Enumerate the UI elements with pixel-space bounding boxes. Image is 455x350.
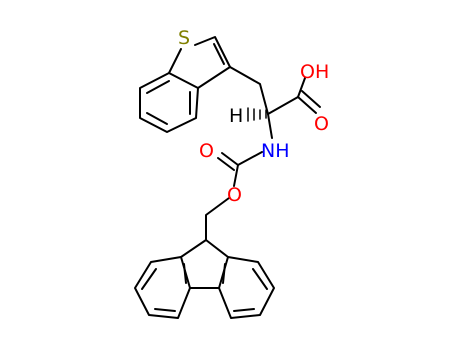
- benzothiophene-group: [139, 36, 231, 133]
- amide-nh-label: NH: [261, 140, 290, 162]
- amino-acid-backbone: [229, 66, 321, 139]
- carbamate-c-o-ester-bond: [233, 164, 239, 187]
- left-benzo-double-bonds: [141, 263, 187, 312]
- carbamate-carbonyl-oxygen-label: O: [199, 140, 214, 162]
- nh-carbonyl-bond: [237, 151, 263, 166]
- alpha-h-hashed-wedge: [247, 107, 267, 122]
- right-benzo-double-bonds: [222, 263, 268, 312]
- alpha-hydrogen-label: H: [229, 105, 243, 127]
- beta-carbon-bonds: [229, 66, 269, 115]
- ester-oxygen-label: O: [227, 184, 242, 206]
- o-ch2-bonds: [205, 197, 230, 241]
- sulfur-atom-label: S: [178, 27, 190, 49]
- fluorenyl-group: [134, 239, 275, 319]
- hydroxyl-label: OH: [300, 61, 329, 83]
- acid-oh-bond: [297, 77, 306, 98]
- left-benzo-ring: [134, 256, 191, 319]
- fluorene-five-ring: [180, 239, 229, 289]
- acid-carbon-bond: [267, 96, 299, 115]
- right-benzo-ring: [218, 256, 275, 319]
- thiophene-double-bond: [213, 43, 225, 65]
- acid-carbonyl-oxygen-label: O: [314, 113, 329, 135]
- carbamate-c-o-double-bond: [217, 152, 239, 171]
- alpha-n-bond: [267, 113, 273, 139]
- benzo-inner-double-bonds: [146, 80, 191, 125]
- carbamate-group: [205, 151, 263, 241]
- thiophene-bonds: [168, 36, 231, 89]
- acid-carbonyl-double-bond: [297, 90, 321, 114]
